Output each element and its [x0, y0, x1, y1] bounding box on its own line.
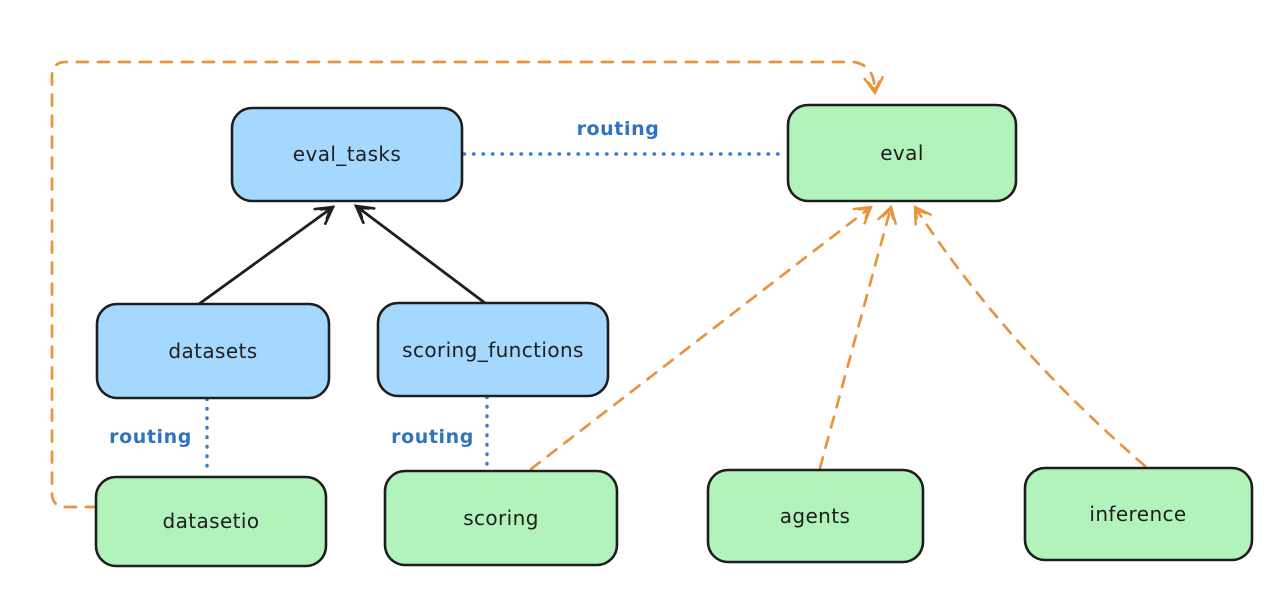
- edge-datasets-to-eval-tasks: [197, 205, 336, 306]
- node-scoring-functions-label: scoring_functions: [402, 338, 584, 362]
- node-eval: eval: [786, 103, 1018, 203]
- edge-agents-to-eval: [818, 204, 897, 470]
- node-datasets: datasets: [95, 302, 331, 400]
- node-eval-tasks: eval_tasks: [230, 106, 464, 203]
- edge-label-layer: routing routing routing: [109, 118, 659, 448]
- node-scoring-label: scoring: [463, 506, 539, 530]
- node-inference-label: inference: [1089, 502, 1186, 526]
- routing-label-top: routing: [577, 118, 660, 140]
- node-inference: inference: [1023, 466, 1254, 562]
- node-datasetio-box: [94, 475, 328, 568]
- node-eval-tasks-box: [230, 106, 464, 203]
- node-inference-box: [1023, 466, 1254, 562]
- node-scoring: scoring: [383, 469, 619, 567]
- node-agents-label: agents: [780, 504, 851, 528]
- node-agents: agents: [706, 468, 925, 564]
- routing-label-datasets: routing: [109, 426, 192, 448]
- edge-inference-to-eval: [913, 205, 1147, 468]
- node-eval-box: [786, 103, 1018, 203]
- node-scoring-box: [383, 469, 619, 567]
- node-eval-label: eval: [880, 141, 924, 165]
- edge-scoring-to-eval: [529, 205, 873, 471]
- node-agents-box: [706, 468, 925, 564]
- node-datasetio: datasetio: [94, 475, 328, 568]
- node-datasetio-label: datasetio: [162, 509, 259, 533]
- node-scoring-functions-box: [376, 301, 610, 398]
- routing-label-scoring: routing: [391, 426, 474, 448]
- node-datasets-label: datasets: [168, 339, 257, 363]
- node-datasets-box: [95, 302, 331, 400]
- edge-layer: [50, 60, 1147, 509]
- edge-datasetio-to-eval: [50, 60, 884, 509]
- node-scoring-functions: scoring_functions: [376, 301, 610, 398]
- node-eval-tasks-label: eval_tasks: [293, 142, 401, 166]
- node-layer: eval_tasks eval datasets scoring_functio…: [94, 103, 1254, 568]
- edge-scoring-functions-to-eval-tasks: [353, 204, 487, 305]
